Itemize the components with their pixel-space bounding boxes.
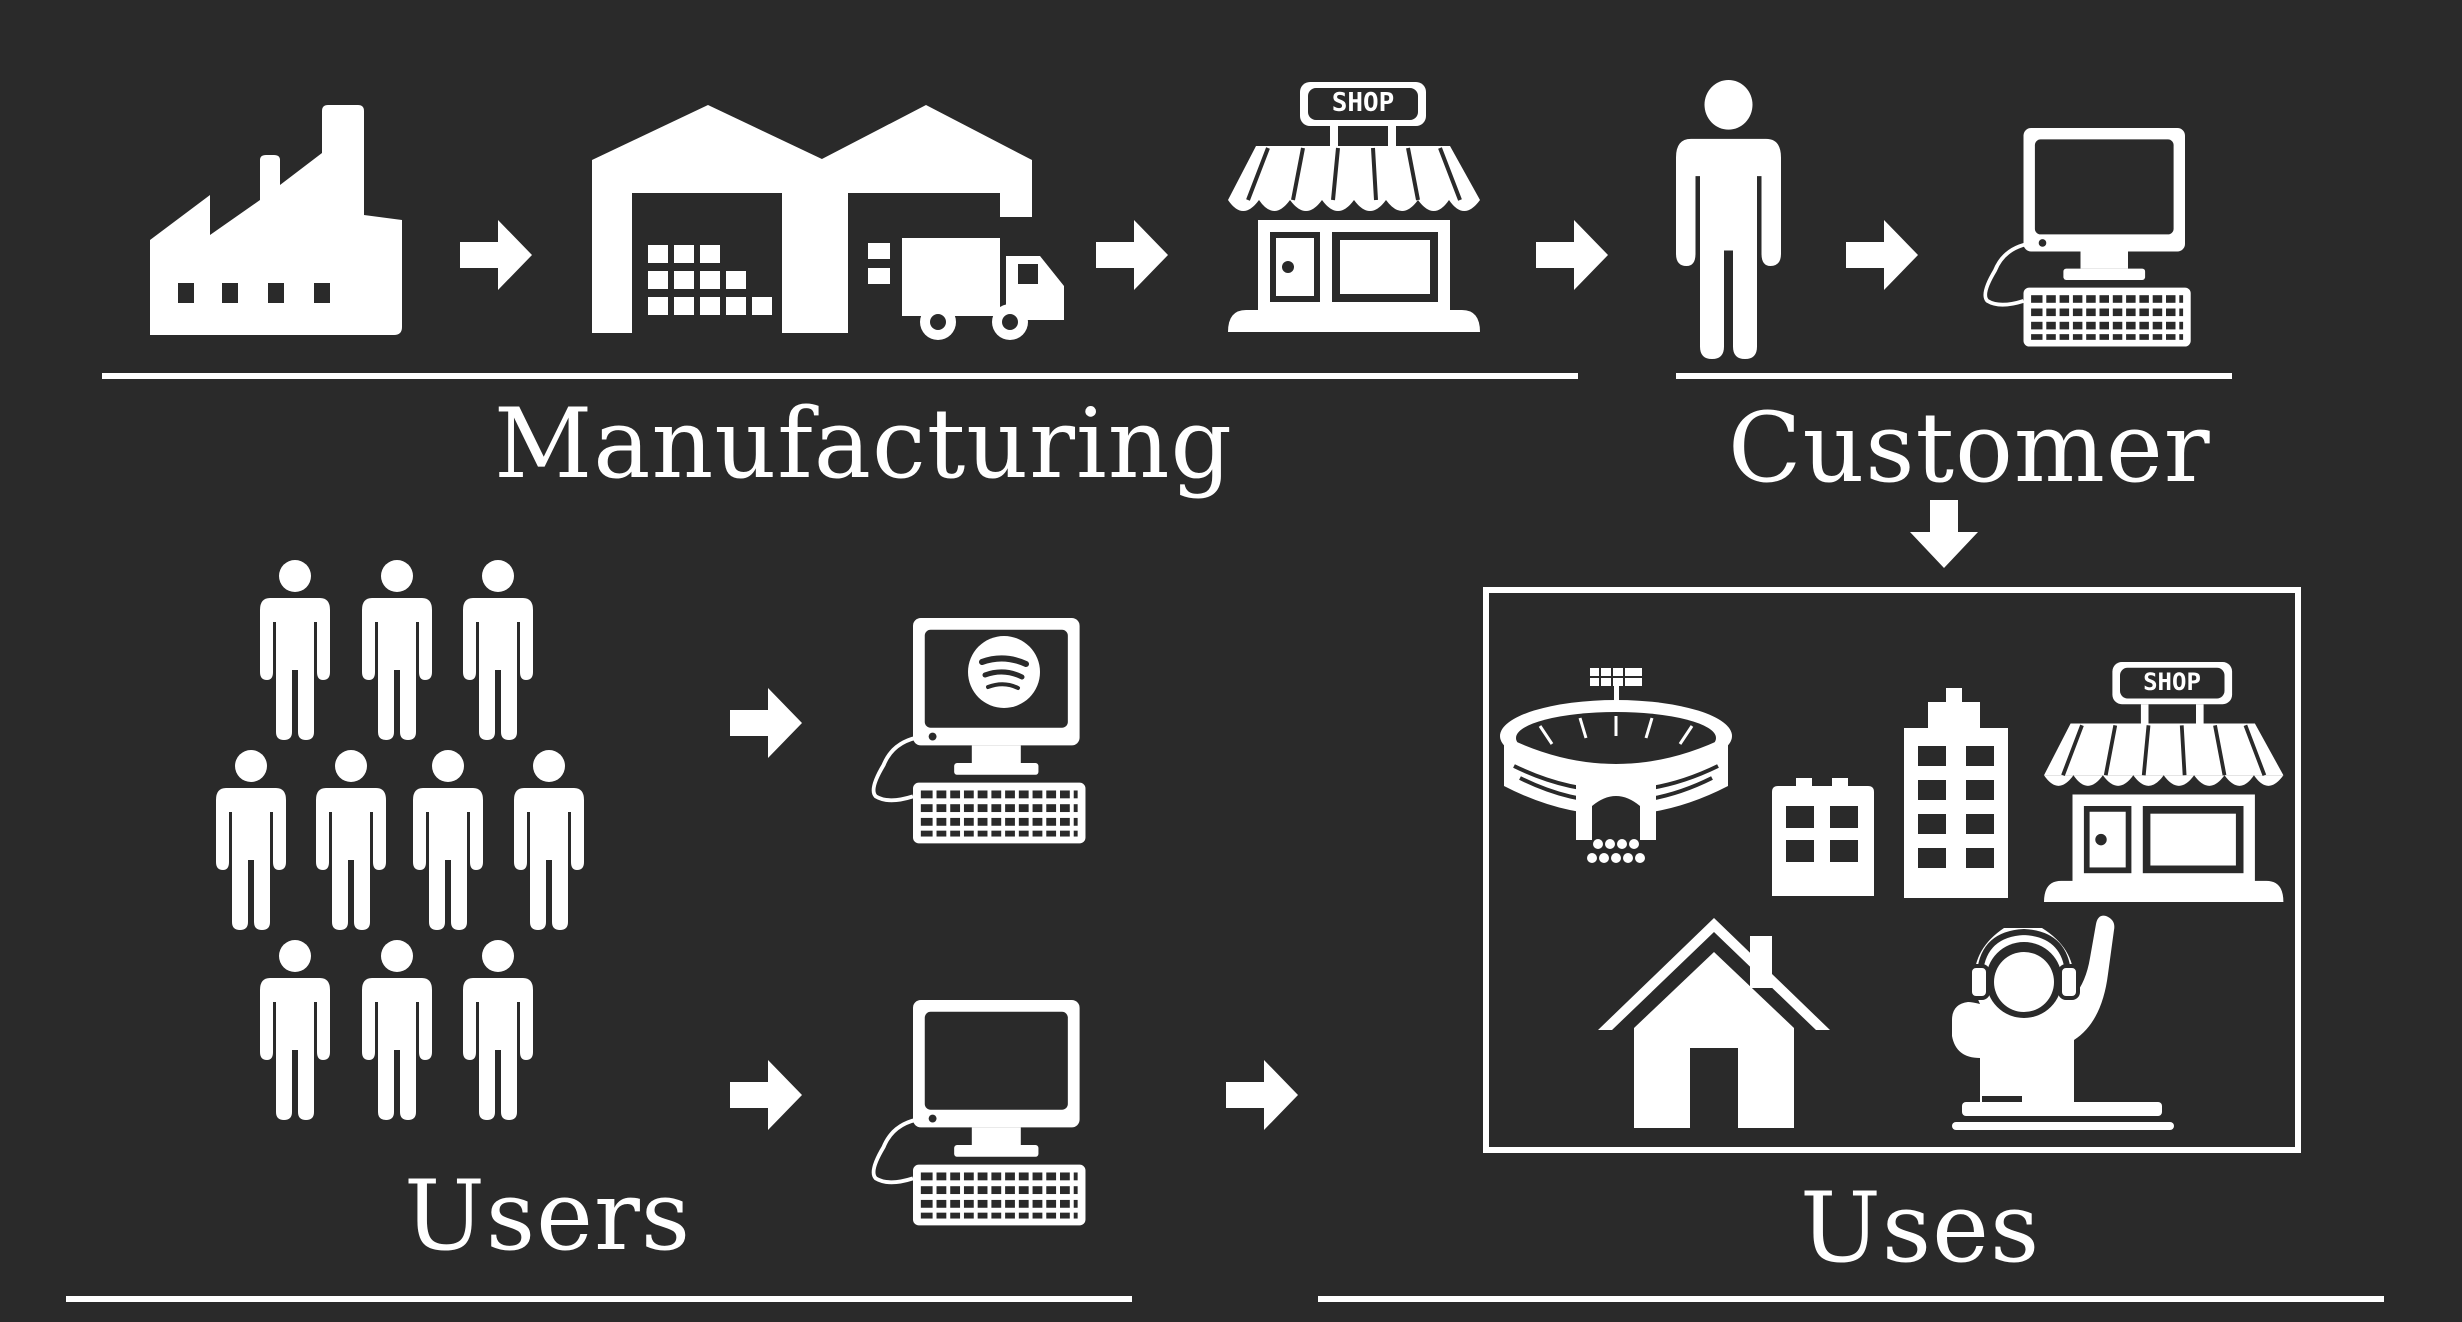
arrow-right-icon (1846, 220, 1918, 290)
users-label: Users (404, 1160, 692, 1272)
person-icon (362, 560, 432, 740)
shop-icon (2042, 660, 2286, 904)
users-underline (66, 1296, 1132, 1302)
person-icon (362, 940, 432, 1120)
desktop-computer-icon (1983, 126, 2193, 349)
arrow-right-icon (730, 1060, 802, 1130)
arrow-right-icon (730, 688, 802, 758)
customer-underline (1676, 373, 2232, 379)
arrow-right-icon (460, 220, 532, 290)
person-icon (260, 560, 330, 740)
uses-label: Uses (1800, 1172, 2041, 1284)
shop-sign: SHOP (2143, 668, 2201, 696)
person-icon (1676, 80, 1781, 359)
manufacturing-underline (102, 373, 1578, 379)
shop-icon (1226, 80, 1482, 334)
arrow-right-icon (1226, 1060, 1298, 1130)
warehouse-icon (592, 105, 824, 333)
arrow-down-icon (1910, 500, 1978, 568)
uses-box (1483, 587, 2301, 1153)
office-building-icon (1772, 778, 1874, 896)
arrow-right-icon (1096, 220, 1168, 290)
desktop-computer-icon (871, 998, 1088, 1228)
customer-label: Customer (1728, 392, 2211, 504)
person-icon (260, 940, 330, 1120)
arrow-right-icon (1536, 220, 1608, 290)
stadium-icon (1500, 668, 1732, 863)
house-icon (1598, 918, 1830, 1128)
person-icon (216, 750, 286, 930)
uses-underline (1318, 1296, 2384, 1302)
person-icon (463, 560, 533, 740)
delivery-truck-icon (868, 238, 1064, 340)
spotify-logo-icon (968, 636, 1040, 708)
dj-icon (1952, 915, 2174, 1130)
warehouse-icon (820, 105, 1032, 333)
manufacturing-label: Manufacturing (494, 388, 1233, 500)
users-group (216, 560, 584, 1120)
shop-sign: SHOP (1332, 88, 1395, 118)
person-icon (316, 750, 386, 930)
skyscraper-icon (1904, 688, 2008, 898)
factory-icon (150, 105, 402, 335)
person-icon (514, 750, 584, 930)
person-icon (463, 940, 533, 1120)
person-icon (413, 750, 483, 930)
